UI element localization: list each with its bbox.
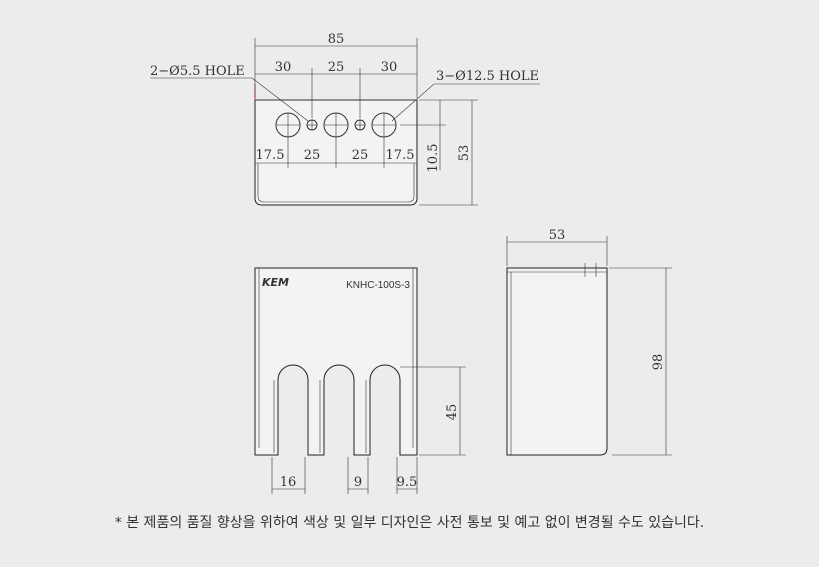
dim-gap-width: 9 <box>354 475 362 490</box>
dim-pitch-3: 30 <box>381 60 398 75</box>
footnote: * 본 제품의 품질 향상을 위하여 색상 및 일부 디자인은 사전 통보 및 … <box>114 515 705 531</box>
dim-edge-width: 9.5 <box>397 475 418 490</box>
dim-slot-depth: 45 <box>445 404 460 421</box>
dim-edge-left: 17.5 <box>256 148 285 163</box>
small-hole-2 <box>354 119 366 131</box>
dim-side-height: 98 <box>651 354 666 371</box>
large-hole-1 <box>275 112 301 138</box>
dim-spacing-2: 25 <box>352 148 369 163</box>
dim-pitch-2: 25 <box>328 60 345 75</box>
small-hole-1 <box>306 119 318 131</box>
dim-slot-width: 16 <box>280 475 297 490</box>
top-view: 85 30 25 30 2−Ø5.5 HOLE 3−Ø12.5 HOLE 17.… <box>150 32 540 206</box>
side-view: 53 98 <box>506 228 672 456</box>
dim-side-depth: 53 <box>549 228 566 243</box>
large-holes-label: 3−Ø12.5 HOLE <box>436 69 539 84</box>
model-number: KNHC-100S-3 <box>346 280 410 291</box>
brand-logo: KEM <box>262 276 289 289</box>
dim-spacing-1: 25 <box>304 148 321 163</box>
dim-depth-top: 53 <box>457 145 472 162</box>
technical-drawing: 85 30 25 30 2−Ø5.5 HOLE 3−Ø12.5 HOLE 17.… <box>150 32 672 494</box>
large-holes-leader <box>391 83 540 122</box>
large-hole-2 <box>323 112 349 138</box>
dim-edge-right: 17.5 <box>386 148 415 163</box>
front-view-body <box>254 267 418 456</box>
small-holes-leader <box>150 77 309 122</box>
dim-hole-height: 10.5 <box>426 144 441 173</box>
dim-pitch-1: 30 <box>275 60 292 75</box>
side-view-body <box>506 267 608 456</box>
top-view-inner-wall <box>257 163 415 203</box>
small-holes-label: 2−Ø5.5 HOLE <box>150 64 245 79</box>
dim-overall-width: 85 <box>328 32 345 47</box>
front-view: KEM KNHC-100S-3 45 16 9 9.5 <box>254 267 466 494</box>
large-hole-3 <box>371 112 397 138</box>
